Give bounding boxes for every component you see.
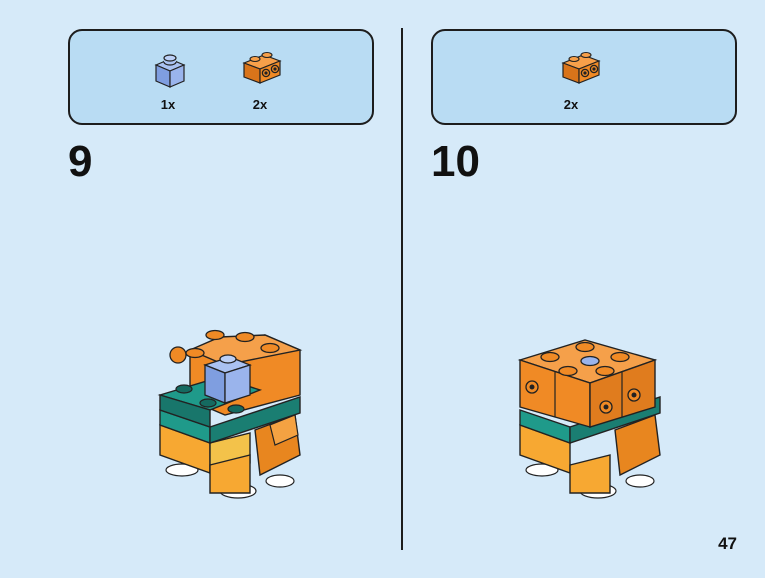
step-10-model-illustration: [510, 315, 670, 510]
step-9-parts-box: 1x 2x: [68, 29, 374, 125]
part-quantity: 1x: [160, 97, 176, 112]
blue-1x1-brick-icon: [152, 53, 188, 91]
step-9-model-illustration: [150, 315, 310, 510]
step-number: 9: [68, 137, 93, 186]
part-quantity: 2x: [252, 97, 268, 112]
step-divider: [401, 28, 403, 550]
orange-1x2-side-stud-brick-icon: [240, 49, 284, 89]
part-quantity: 2x: [563, 97, 579, 112]
step-10-parts-box: 2x: [431, 29, 737, 125]
page-number: 47: [718, 534, 737, 553]
orange-1x2-side-stud-brick-icon: [559, 49, 603, 89]
step-number: 10: [431, 137, 480, 186]
